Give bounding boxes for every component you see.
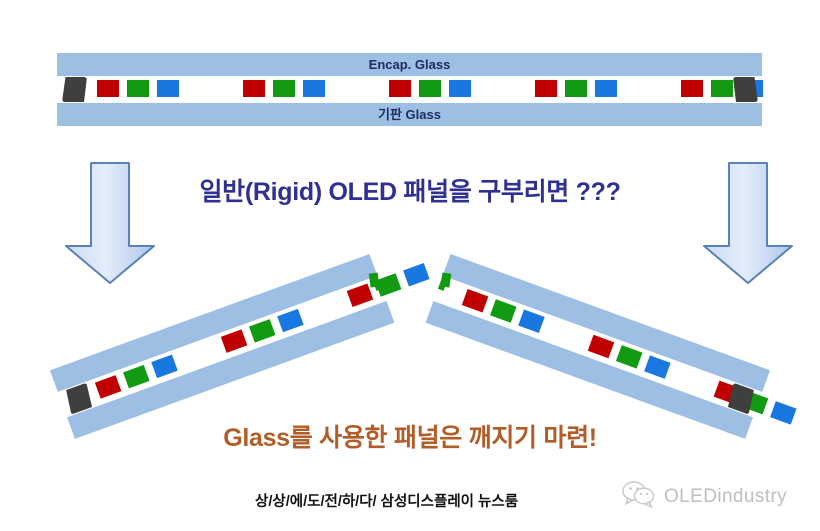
- subpixel-b: [277, 308, 304, 333]
- wechat-icon: [622, 481, 656, 513]
- subpixel-r: [389, 80, 411, 97]
- subpixel-b: [403, 262, 430, 287]
- bend-arrow-right-icon: [700, 160, 796, 286]
- subpixel-b: [449, 80, 471, 97]
- footer-caption: 상/상/에/도/전/하/다/ 삼성디스플레이 뉴스룸: [255, 490, 518, 511]
- question-headline: 일반(Rigid) OLED 패널을 구부리면 ???: [199, 178, 621, 206]
- subpixel-b: [151, 354, 178, 379]
- subpixel-b: [595, 80, 617, 97]
- subpixel-g: [127, 80, 149, 97]
- subpixel-g: [615, 345, 643, 369]
- watermark-label: OLEDindustry: [664, 486, 788, 507]
- subpixel-r: [346, 283, 374, 308]
- subpixel-r: [461, 288, 489, 313]
- subpixel-g: [123, 364, 150, 389]
- conclusion-headline: Glass를 사용한 패널은 깨지기 마련!: [223, 424, 597, 452]
- rigid-oled-panel-flat: Encap. Glass 기판 Glass: [57, 50, 763, 128]
- subpixel-g: [711, 80, 733, 97]
- subpixel-r: [97, 80, 119, 97]
- edge-seal-left: [62, 77, 87, 102]
- subpixel-g: [490, 299, 517, 323]
- subpixel-r: [94, 375, 122, 399]
- subpixel-b: [644, 355, 671, 379]
- oled-pixel-layer-left: [59, 262, 430, 412]
- encap-glass-bar: Encap. Glass: [57, 53, 762, 76]
- subpixel-r: [587, 334, 615, 359]
- footer-caption-prefix: 상/상/에/도/전/하/다/: [255, 494, 377, 510]
- encap-glass-label: Encap. Glass: [368, 57, 451, 72]
- substrate-glass-bar: 기판 Glass: [57, 103, 762, 126]
- footer-caption-brand: 삼성디스플레이 뉴스룸: [380, 494, 519, 510]
- subpixel-r: [243, 80, 265, 97]
- edge-seal-right: [733, 77, 758, 102]
- subpixel-g: [248, 319, 276, 343]
- substrate-glass-label: 기판 Glass: [378, 107, 441, 122]
- watermark: OLEDindustry: [622, 481, 787, 513]
- subpixel-b: [518, 309, 545, 333]
- bend-arrow-left-icon: [62, 160, 158, 286]
- oled-pixel-layer-right: [435, 279, 797, 425]
- subpixel-g: [565, 80, 587, 97]
- subpixel-b: [303, 80, 325, 97]
- oled-pixel-layer: [57, 80, 763, 97]
- subpixel-r: [220, 329, 248, 353]
- subpixel-g: [419, 80, 441, 97]
- subpixel-r: [535, 80, 557, 97]
- subpixel-g: [273, 80, 295, 97]
- subpixel-r: [681, 80, 703, 97]
- subpixel-b: [157, 80, 179, 97]
